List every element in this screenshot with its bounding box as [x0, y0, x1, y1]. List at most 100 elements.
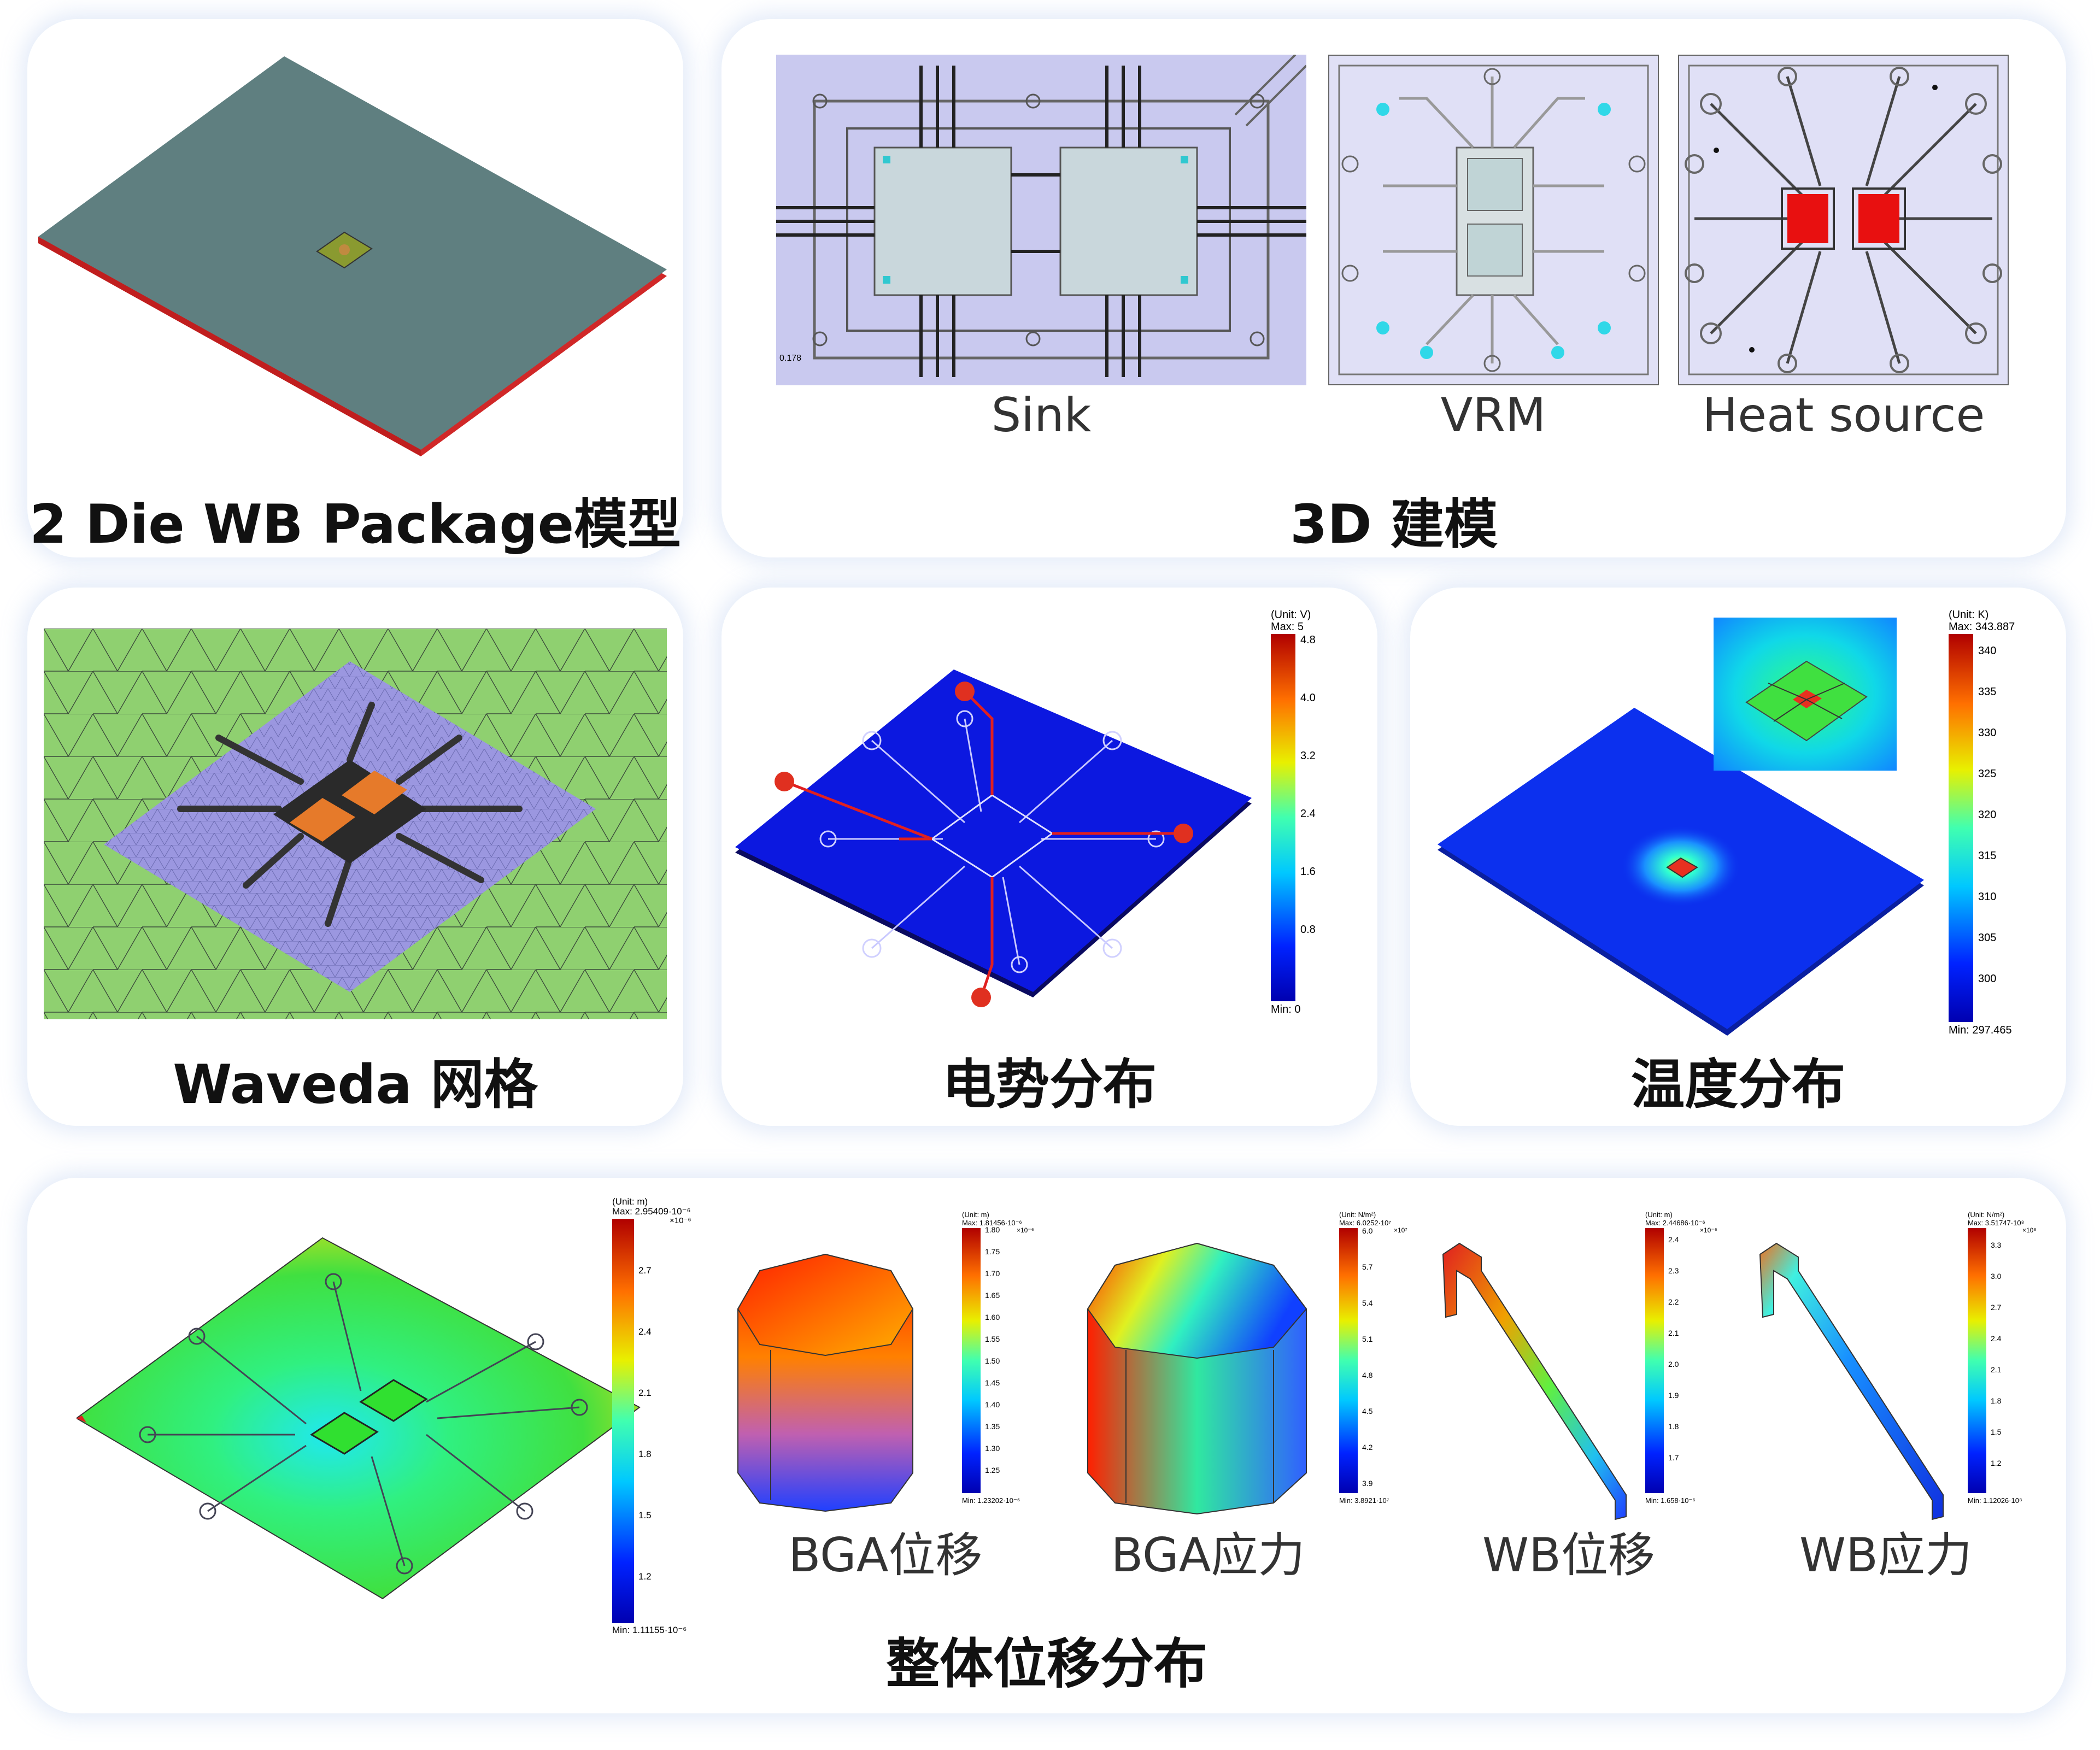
svg-text:2.1: 2.1: [1668, 1329, 1679, 1337]
overall-displacement-colorbar: (Unit: m) Max: 2.95409·10⁻⁶ ×10⁻⁶ 2.7 2.…: [612, 1197, 691, 1634]
bga-displacement-colorbar: (Unit: m) Max: 1.81456·10⁻⁶ ×10⁻⁶ 1.80 1…: [962, 1211, 1034, 1505]
svg-text:2.7: 2.7: [1991, 1303, 2002, 1312]
svg-text:1.45: 1.45: [985, 1378, 1000, 1387]
svg-text:305: 305: [1978, 932, 1996, 944]
svg-text:1.8: 1.8: [1991, 1396, 2002, 1405]
panel-title: 电势分布: [942, 1054, 1157, 1116]
svg-text:1.70: 1.70: [985, 1269, 1000, 1278]
legend-min: Min: 0: [1271, 1003, 1300, 1014]
caption-bga-displacement: BGA位移: [788, 1528, 983, 1583]
temperature-image: [1438, 708, 1924, 1036]
potential-image: [735, 670, 1252, 1007]
svg-text:320: 320: [1978, 809, 1996, 821]
wb-stress-colorbar: (Unit: N/m²) Max: 3.51747·10⁸ ×10⁸ 3.3 3…: [1968, 1211, 2036, 1505]
svg-text:2.1: 2.1: [638, 1388, 652, 1398]
svg-text:Max: 2.44686·10⁻⁶: Max: 2.44686·10⁻⁶: [1645, 1219, 1705, 1227]
sink-layout-image: 0.178: [776, 55, 1306, 385]
svg-text:1.8: 1.8: [638, 1449, 652, 1459]
svg-text:×10⁷: ×10⁷: [1394, 1226, 1407, 1234]
bga-stress-colorbar: (Unit: N/m²) Max: 6.0252·10⁷ ×10⁷ 6.0 5.…: [1339, 1211, 1407, 1505]
svg-text:1.8: 1.8: [1668, 1422, 1679, 1431]
panel-title: 3D 建模: [1290, 494, 1498, 556]
svg-text:1.75: 1.75: [985, 1247, 1000, 1256]
svg-text:3.9: 3.9: [1362, 1479, 1373, 1488]
svg-text:1.5: 1.5: [1991, 1428, 2002, 1436]
svg-text:315: 315: [1978, 850, 1996, 862]
bga-displacement-image: [737, 1253, 914, 1512]
wb-stress-image: [1759, 1242, 1944, 1520]
svg-text:(Unit: N/m²): (Unit: N/m²): [1339, 1211, 1376, 1219]
svg-text:1.7: 1.7: [1668, 1453, 1679, 1462]
temperature-colorbar: (Unit: K) Max: 343.887 340 335 330 325 3…: [1949, 609, 2015, 1036]
svg-text:2.4: 2.4: [1991, 1334, 2002, 1343]
caption-wb-stress: WB应力: [1799, 1528, 1973, 1583]
svg-text:3.2: 3.2: [1300, 750, 1316, 762]
svg-text:(Unit: m): (Unit: m): [962, 1211, 989, 1219]
vrm-layout-image: [1328, 55, 1659, 385]
svg-text:5.7: 5.7: [1362, 1262, 1373, 1271]
wb-displacement-colorbar: (Unit: m) Max: 2.44686·10⁻⁶ ×10⁻⁶ 2.4 2.…: [1645, 1211, 1717, 1505]
svg-text:310: 310: [1978, 891, 1996, 903]
mesh-image: [44, 629, 667, 1019]
svg-text:1.30: 1.30: [985, 1444, 1000, 1453]
panel-potential: (Unit: V) Max: 5 4.8 4.0 3.2 2.4 1.6 0.8…: [721, 588, 1377, 1126]
svg-text:1.9: 1.9: [1668, 1391, 1679, 1400]
caption-bga-stress: BGA应力: [1111, 1528, 1305, 1583]
svg-text:1.2: 1.2: [638, 1571, 652, 1582]
legend-max: Max: 5: [1271, 621, 1304, 633]
svg-text:(Unit: m): (Unit: m): [1645, 1211, 1673, 1219]
wb-displacement-image: [1442, 1242, 1627, 1520]
legend-ticks: 4.8 4.0 3.2 2.4 1.6 0.8: [1300, 634, 1316, 936]
svg-text:300: 300: [1978, 973, 1996, 985]
svg-text:2.1: 2.1: [1991, 1365, 2002, 1374]
package-3d-image: [38, 56, 667, 456]
svg-text:0.8: 0.8: [1300, 924, 1316, 936]
panel-displacement: (Unit: m) Max: 2.95409·10⁻⁶ ×10⁻⁶ 2.7 2.…: [27, 1178, 2066, 1713]
legend-unit: (Unit: V): [1271, 609, 1311, 621]
svg-text:3.3: 3.3: [1991, 1241, 2002, 1249]
panel-title: Waveda 网格: [173, 1054, 538, 1116]
svg-text:(Unit: m): (Unit: m): [612, 1197, 648, 1207]
svg-text:1.5: 1.5: [638, 1510, 652, 1520]
svg-text:1.65: 1.65: [985, 1291, 1000, 1300]
svg-text:Min: 1.23202·10⁻⁶: Min: 1.23202·10⁻⁶: [962, 1496, 1020, 1505]
svg-text:Max: 6.0252·10⁷: Max: 6.0252·10⁷: [1339, 1219, 1391, 1227]
overall-displacement-image: [77, 1237, 641, 1600]
svg-text:1.80: 1.80: [985, 1225, 1000, 1234]
svg-text:1.6: 1.6: [1300, 866, 1316, 878]
svg-text:4.8: 4.8: [1300, 634, 1316, 646]
svg-text:2.4: 2.4: [1300, 808, 1316, 820]
svg-text:1.55: 1.55: [985, 1335, 1000, 1343]
svg-text:1.2: 1.2: [1991, 1459, 2002, 1467]
caption-wb-displacement: WB位移: [1482, 1528, 1656, 1583]
caption-sink: Sink: [991, 388, 1092, 443]
legend-min: Min: 297.465: [1949, 1024, 2012, 1036]
temperature-inset-image: [1714, 618, 1897, 771]
svg-text:×10⁻⁶: ×10⁻⁶: [670, 1216, 691, 1225]
heat-source-layout-image: [1678, 55, 2009, 385]
svg-text:1.50: 1.50: [985, 1356, 1000, 1365]
svg-text:5.4: 5.4: [1362, 1299, 1373, 1307]
svg-text:1.35: 1.35: [985, 1422, 1000, 1431]
svg-text:335: 335: [1978, 686, 1996, 698]
svg-text:Min: 3.8921·10⁷: Min: 3.8921·10⁷: [1339, 1496, 1389, 1505]
caption-heat-source: Heat source: [1702, 388, 1985, 443]
caption-vrm: VRM: [1440, 388, 1546, 443]
svg-text:×10⁸: ×10⁸: [2022, 1226, 2036, 1234]
svg-text:4.0: 4.0: [1300, 692, 1316, 704]
svg-text:2.0: 2.0: [1668, 1360, 1679, 1369]
svg-text:×10⁻⁶: ×10⁻⁶: [1017, 1226, 1034, 1234]
svg-text:Min: 1.658·10⁻⁶: Min: 1.658·10⁻⁶: [1645, 1496, 1696, 1505]
panel-temperature: (Unit: K) Max: 343.887 340 335 330 325 3…: [1410, 588, 2066, 1126]
svg-text:6.0: 6.0: [1362, 1226, 1373, 1235]
panel-mesh: Waveda 网格: [27, 588, 683, 1126]
svg-text:1.25: 1.25: [985, 1466, 1000, 1475]
legend-unit: (Unit: K): [1949, 609, 1988, 621]
svg-text:2.3: 2.3: [1668, 1266, 1679, 1275]
svg-text:5.1: 5.1: [1362, 1335, 1373, 1343]
panel-title: 2 Die WB Package模型: [29, 494, 682, 556]
legend-max: Max: 343.887: [1949, 621, 2015, 633]
svg-text:Max: 1.81456·10⁻⁶: Max: 1.81456·10⁻⁶: [962, 1219, 1022, 1227]
panel-package-model: 2 Die WB Package模型: [27, 19, 683, 557]
svg-text:Max: 3.51747·10⁸: Max: 3.51747·10⁸: [1968, 1219, 2024, 1227]
